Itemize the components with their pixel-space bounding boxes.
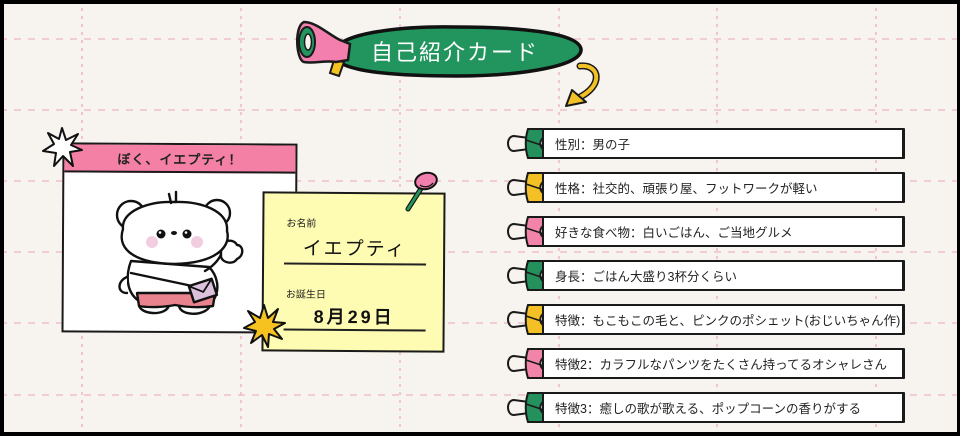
curved-arrow-icon [565, 62, 600, 107]
detail-text: 特徴3：癒しの歌が歌える、ポップコーンの香りがする [542, 392, 905, 423]
binder-clip-icon [507, 172, 545, 203]
name-birthday-sticky-note: お名前 イエプティ お誕生日 8月29日 [261, 191, 446, 353]
birthday-underline [283, 328, 426, 332]
detail-text: 特徴：もこもこの毛と、ピンクのポシェット(おじいちゃん作) [542, 304, 905, 335]
detail-item-feature-1: 特徴：もこもこの毛と、ピンクのポシェット(おじいちゃん作) [504, 304, 914, 335]
bear-character-illustration [115, 190, 244, 315]
name-underline [284, 262, 427, 266]
detail-item-feature-2: 特徴2：カラフルなパンツをたくさん持ってるオシャレさん [504, 348, 914, 379]
binder-clip-icon [507, 304, 545, 335]
detail-item-favorite-food: 好きな食べ物：白いごはん、ご当地グルメ [504, 216, 914, 247]
star-outline-icon [42, 127, 83, 167]
star-burst-icon [243, 304, 286, 348]
binder-clip-icon [507, 348, 545, 379]
binder-clip-icon [507, 216, 545, 247]
profile-card-header-text: ぼく、イエプティ！ [117, 151, 243, 167]
detail-text: 好きな食べ物：白いごはん、ご当地グルメ [542, 216, 905, 247]
binder-clip-icon [507, 128, 545, 159]
profile-card-header: ぼく、イエプティ！ [64, 144, 296, 174]
page-title: 自己紹介カード [370, 40, 539, 65]
binder-clip-icon [507, 260, 545, 291]
name-value: イエプティ [302, 238, 407, 261]
detail-item-gender: 性別：男の子 [504, 128, 914, 159]
birthday-label: お誕生日 [285, 289, 326, 301]
detail-item-personality: 性格：社交的、頑張り屋、フットワークが軽い [504, 172, 914, 203]
detail-text: 性格：社交的、頑張り屋、フットワークが軽い [542, 172, 905, 203]
birthday-value: 8月29日 [313, 306, 395, 328]
pushpin-icon [405, 171, 438, 212]
detail-text: 特徴2：カラフルなパンツをたくさん持ってるオシャレさん [542, 348, 905, 379]
detail-item-feature-3: 特徴3：癒しの歌が歌える、ポップコーンの香りがする [504, 392, 914, 423]
megaphone-icon [296, 20, 352, 78]
title-banner [332, 25, 583, 78]
name-label: お名前 [286, 218, 317, 230]
detail-text: 性別：男の子 [542, 128, 905, 159]
detail-text: 身長：ごはん大盛り3杯分くらい [542, 260, 905, 291]
detail-item-height: 身長：ごはん大盛り3杯分くらい [504, 260, 914, 291]
binder-clip-icon [507, 392, 545, 423]
